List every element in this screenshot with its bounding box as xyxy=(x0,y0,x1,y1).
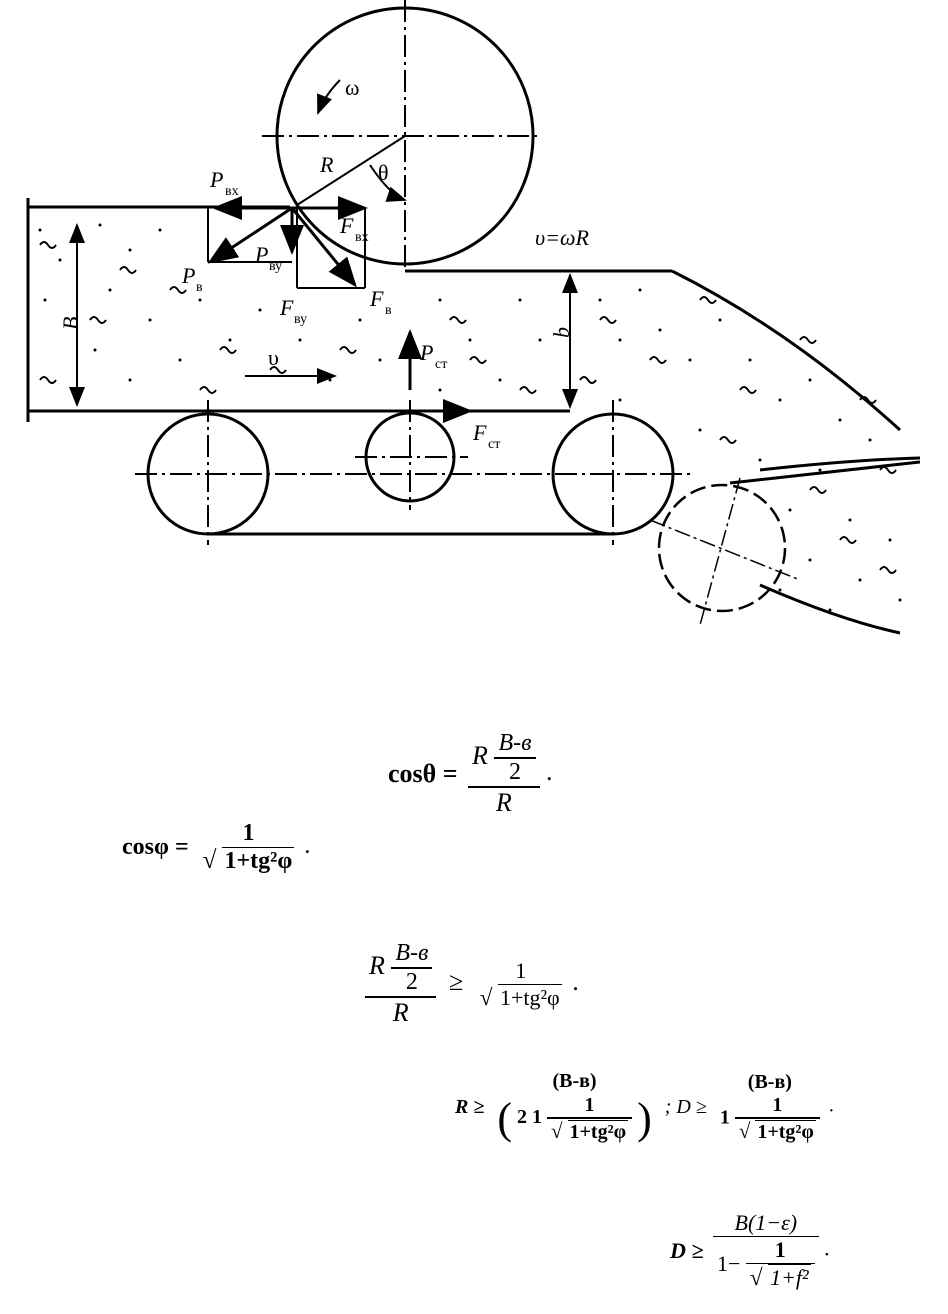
formula-cos-phi: cosφ = 1 √ 1+tg²φ . xyxy=(122,820,310,875)
upper-roller xyxy=(262,0,542,272)
f-v-label: F xyxy=(369,286,384,311)
f-vy-sub: ву xyxy=(294,312,307,327)
f2-lhs: cosφ = xyxy=(122,834,189,860)
f1-fraction: R B-в 2 R xyxy=(468,730,539,818)
formula-inequality: R B-в 2 R ≥ 1 √ 1+tg²φ . xyxy=(365,940,579,1028)
f-st-sub: ст xyxy=(488,437,500,452)
f5-lhs: D ≥ xyxy=(670,1238,703,1263)
p-st-label: P xyxy=(419,340,433,365)
p-vy-sub: ву xyxy=(269,259,282,274)
thick-b-label: B xyxy=(58,317,83,330)
f5-fraction: B(1−ε) 1− 1 √ 1+f² xyxy=(713,1210,819,1291)
thickness-arrows xyxy=(77,225,570,407)
p-vx-sub: вх xyxy=(225,184,239,199)
p-st-sub: ст xyxy=(435,357,447,372)
force-vectors xyxy=(208,208,470,411)
formula-cos-theta: cosθ = R B-в 2 R . xyxy=(388,730,553,818)
p-vy-label: P xyxy=(254,242,268,267)
velocity-relation-label: υ=ωR xyxy=(535,225,589,250)
p-v-sub: в xyxy=(196,280,203,295)
rolling-diagram: ω R θ P вх F вх υ=ωR P в P ву F в F ву B… xyxy=(0,0,948,660)
f3-left-fraction: R B-в 2 R xyxy=(365,940,436,1028)
formula-d-final: D ≥ B(1−ε) 1− 1 √ 1+f² . xyxy=(670,1210,830,1291)
lower-rollers xyxy=(135,400,690,545)
material-outline xyxy=(28,198,920,633)
f1-lhs: cosθ = xyxy=(388,759,458,788)
dashed-roller xyxy=(650,478,800,625)
f3-right-fraction: 1 √ 1+tg²φ xyxy=(476,958,566,1011)
theta-label: θ xyxy=(378,160,389,185)
f-v-sub: в xyxy=(385,303,392,318)
f4-d-fraction: (B-в) 1 1 √ 1+tg²φ xyxy=(716,1071,824,1144)
velocity-label: υ xyxy=(268,345,279,370)
f-vy-label: F xyxy=(279,295,294,320)
material-texture xyxy=(39,224,902,612)
f-vx-sub: вх xyxy=(355,230,369,245)
f4-lhs: R ≥ xyxy=(455,1096,484,1118)
thin-b-label: b xyxy=(549,327,574,338)
f2-fraction: 1 √ 1+tg²φ xyxy=(199,820,299,875)
p-v-label: P xyxy=(181,263,195,288)
p-vx-label: P xyxy=(209,167,223,192)
f-st-label: F xyxy=(472,420,487,445)
formula-r-and-d: R ≥ (B-в) ( 2 1 1 √ 1+tg²φ ) ; D ≥ (B-в)… xyxy=(455,1070,834,1144)
f4-r-fraction: (B-в) ( 2 1 1 √ 1+tg²φ ) xyxy=(493,1070,655,1144)
f-vx-label: F xyxy=(339,213,354,238)
material-squiggles xyxy=(40,242,896,573)
radius-label: R xyxy=(319,152,334,177)
omega-label: ω xyxy=(345,75,359,100)
